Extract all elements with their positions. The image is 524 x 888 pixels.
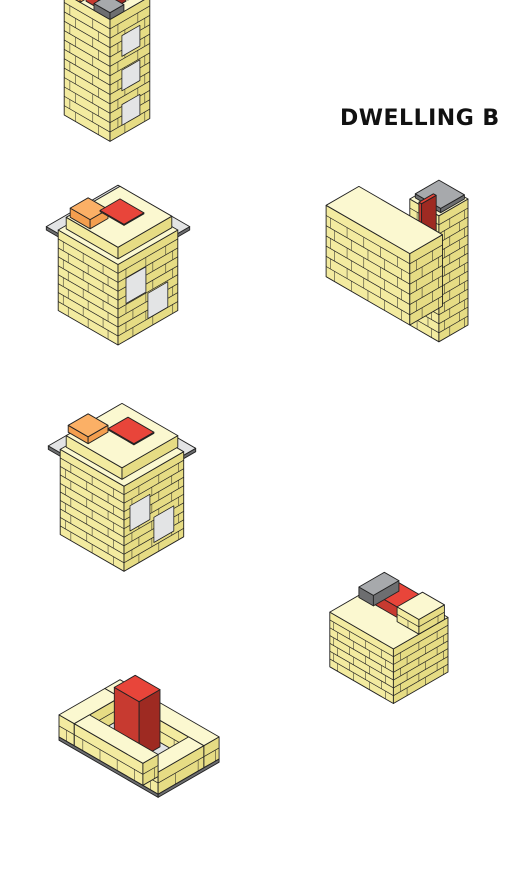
courtyard-model-with-red-core (59, 675, 219, 797)
page-title: DWELLING B (340, 106, 500, 131)
l-shaped-model-with-tower (326, 180, 468, 342)
block-model-stepped-roof (46, 185, 189, 345)
tower-model-top-left (64, 0, 150, 141)
terraced-model-low (330, 572, 448, 703)
block-model-wide-roof (48, 403, 195, 571)
